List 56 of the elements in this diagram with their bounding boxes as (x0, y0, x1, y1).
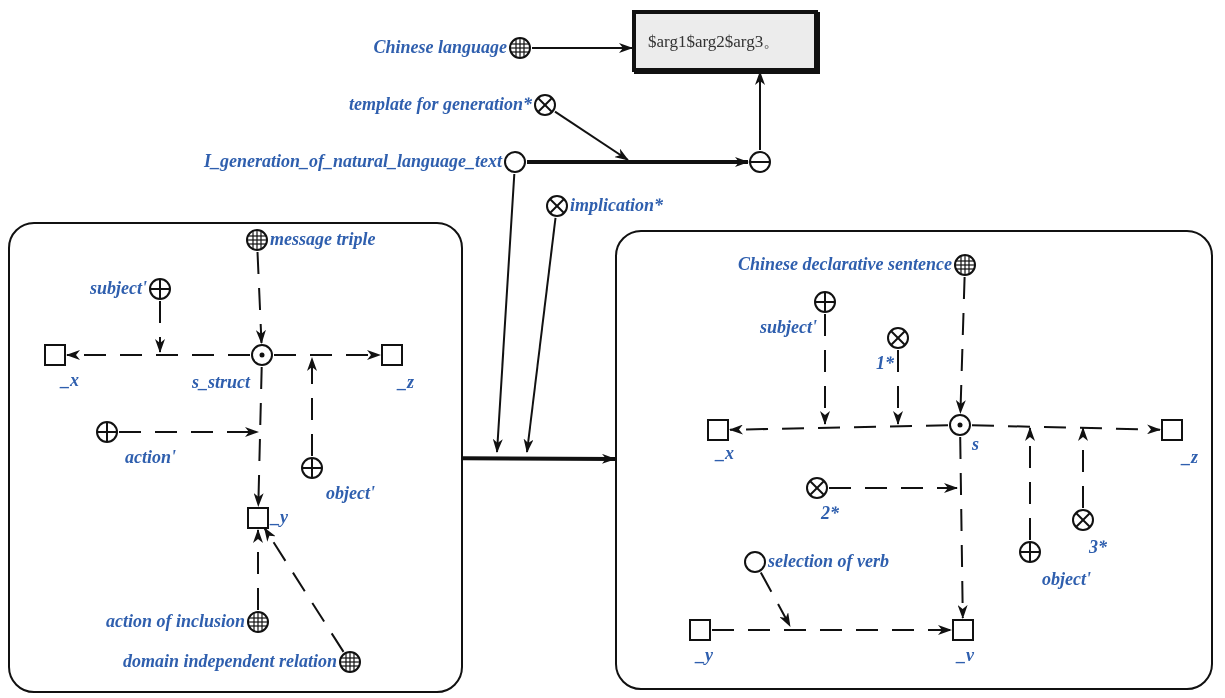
arrow (755, 71, 765, 151)
node-label: action of inclusion (105, 610, 245, 632)
node-label: 1* (876, 352, 894, 374)
node-label: domain independent relation (122, 650, 337, 672)
node-label: Chinese declarative sentence (738, 253, 952, 275)
node-label: subject' (760, 316, 817, 338)
node-label: implication* (570, 194, 663, 216)
arrow (828, 483, 958, 493)
node-label: message triple (270, 228, 376, 250)
node-label: _y (696, 644, 713, 666)
arrow (1078, 427, 1088, 509)
content-box: $arg1$arg2$arg3。 (632, 10, 818, 72)
node-label: s_struct (191, 371, 250, 393)
arrow (1025, 427, 1035, 541)
arrow (492, 173, 516, 453)
node-label: Chinese language (373, 36, 507, 58)
arrow (554, 110, 629, 161)
arrow (118, 427, 259, 437)
arrow (66, 350, 251, 360)
arrow (531, 43, 633, 53)
arrow (957, 436, 968, 619)
node-label: object' (1042, 568, 1091, 590)
node-label: _x (716, 442, 734, 464)
arrow (253, 366, 264, 507)
arrow (155, 300, 165, 353)
node-label: 3* (1089, 536, 1107, 558)
node-label: object' (326, 482, 375, 504)
node-label: _v (957, 644, 974, 666)
node-label: _x (61, 369, 79, 391)
node-label: template for generation* (349, 93, 532, 115)
node-label: _z (1182, 446, 1198, 468)
node-label: _z (398, 371, 414, 393)
arrow (523, 216, 557, 453)
container-box (8, 222, 463, 693)
arrow (759, 571, 791, 627)
arrow (307, 357, 317, 457)
arrow (729, 424, 949, 435)
container-box (615, 230, 1213, 690)
arrow (820, 313, 830, 425)
arrow (527, 157, 749, 167)
arrow (893, 349, 903, 425)
node-label: subject' (90, 277, 147, 299)
arrow (263, 527, 345, 653)
arrow (971, 424, 1161, 435)
arrow (273, 350, 381, 360)
arrow (253, 529, 263, 611)
node-label: _y (271, 506, 288, 528)
arrow (955, 276, 966, 414)
arrow (463, 453, 616, 464)
node-label: 2* (821, 502, 839, 524)
node-label: I_generation_of_natural_language_text (203, 150, 502, 172)
node-label: s (972, 433, 979, 455)
arrow (255, 251, 266, 344)
arrow (711, 625, 952, 635)
node-label: selection of verb (768, 550, 889, 572)
node-label: action' (125, 446, 176, 468)
